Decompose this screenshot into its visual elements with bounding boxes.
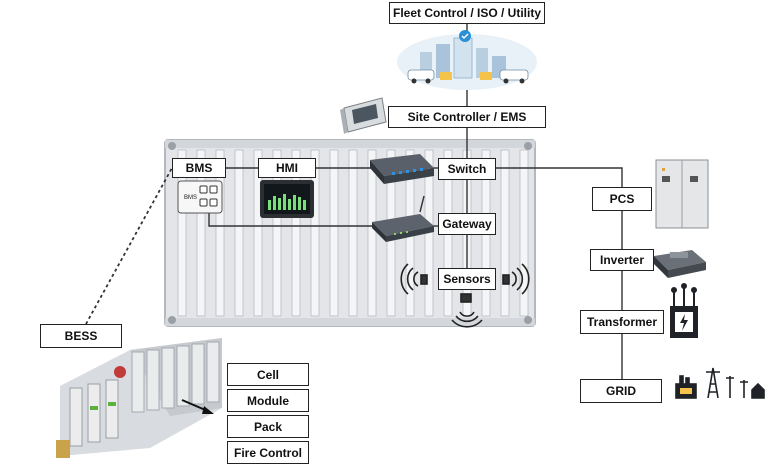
bess-panel — [161, 347, 175, 409]
transformer-icon — [670, 283, 698, 338]
container-rib — [348, 149, 358, 317]
container-rib — [291, 149, 301, 317]
gateway-router-icon — [372, 195, 434, 242]
city-cloud-illustration — [397, 30, 537, 90]
grid-infrastructure-icons — [675, 367, 765, 399]
container-rib — [177, 149, 187, 317]
container-rib — [367, 149, 377, 317]
bess-panel — [191, 343, 205, 405]
gateway-label: Gateway — [438, 213, 496, 235]
container-rib — [272, 149, 282, 317]
bess-panel — [176, 345, 190, 407]
fire-control-label: Fire Control — [227, 441, 309, 464]
bess-panel — [206, 341, 220, 403]
container-rib — [329, 149, 339, 317]
inverter-label: Inverter — [590, 249, 654, 271]
container-rib — [500, 149, 510, 317]
pcs-label: PCS — [592, 187, 652, 211]
transformer-label: Transformer — [580, 310, 664, 334]
fleet-control-label: Fleet Control / ISO / Utility — [389, 2, 545, 24]
hmi-label: HMI — [258, 158, 316, 178]
container-rib — [196, 149, 206, 317]
container-rib — [215, 149, 225, 317]
pcs-cabinet-icon — [655, 159, 709, 229]
site-controller-device-icon — [340, 97, 387, 134]
bess-container-illustration — [56, 338, 222, 458]
sensors-label: Sensors — [438, 268, 496, 290]
container-rib — [253, 149, 263, 317]
container-rib — [519, 149, 529, 317]
container-rib — [310, 149, 320, 317]
site-controller-label: Site Controller / EMS — [388, 106, 546, 128]
bess-label: BESS — [40, 324, 122, 348]
inverter-device-icon — [654, 250, 706, 278]
bms-label: BMS — [172, 158, 226, 178]
module-label: Module — [227, 389, 309, 412]
wireless-signal-icon — [400, 263, 530, 328]
cell-label: Cell — [227, 363, 309, 386]
hmi-screen-icon — [260, 180, 314, 218]
pack-label: Pack — [227, 415, 309, 438]
bess-panel — [131, 351, 145, 413]
grid-label: GRID — [580, 379, 662, 403]
svg-text:BMS: BMS — [184, 195, 197, 201]
container-rib — [234, 149, 244, 317]
bess-panel — [146, 349, 160, 411]
switch-label: Switch — [438, 158, 496, 180]
battery-container — [164, 139, 536, 327]
bms-module-icon: BMS — [177, 180, 223, 214]
network-switch-icon — [370, 154, 434, 184]
